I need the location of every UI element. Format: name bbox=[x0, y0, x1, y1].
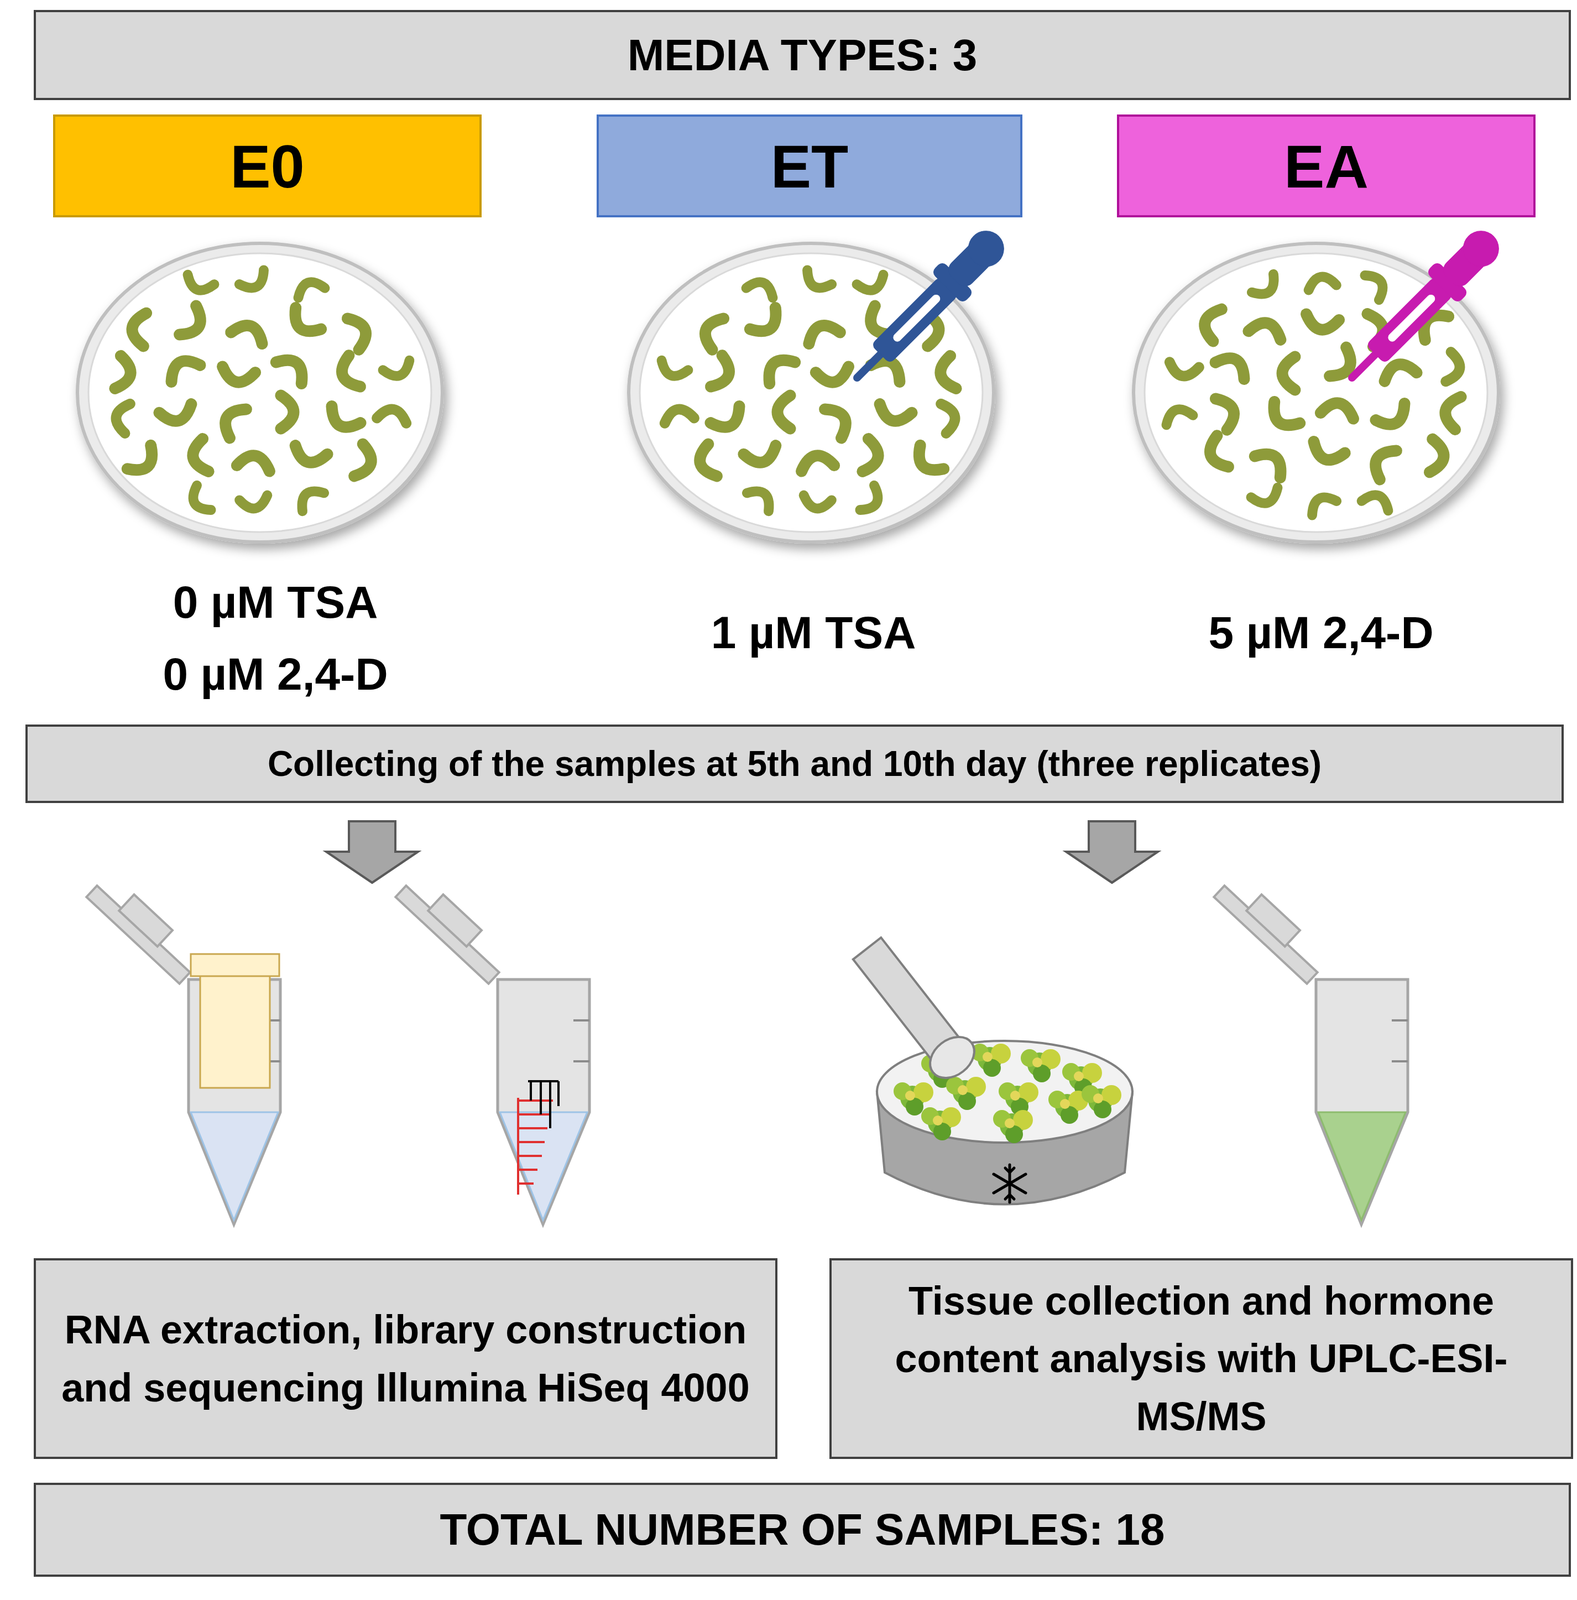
media-box: ET bbox=[596, 114, 1023, 218]
tube-column bbox=[86, 871, 281, 1225]
concentration-label: 5 µM 2,4-D bbox=[989, 605, 1577, 660]
petri-dish bbox=[77, 243, 443, 542]
dropper-icon bbox=[841, 220, 1015, 394]
snowflake-icon bbox=[993, 1164, 1026, 1203]
concentration-label: 0 µM TSA bbox=[0, 575, 608, 630]
node-text: EA bbox=[1283, 132, 1369, 200]
dna-ladder bbox=[518, 1081, 559, 1195]
node-text: Tissue collection and hormone content an… bbox=[848, 1271, 1555, 1445]
mortar bbox=[847, 933, 1133, 1205]
media-box: E0 bbox=[53, 114, 482, 218]
node-text: TOTAL NUMBER OF SAMPLES: 18 bbox=[439, 1502, 1165, 1556]
tube-extract bbox=[1213, 871, 1408, 1225]
node-text: ET bbox=[770, 132, 849, 200]
block-arrow bbox=[326, 821, 419, 883]
method-box: Tissue collection and hormone content an… bbox=[829, 1257, 1574, 1459]
dropper-icon bbox=[1336, 220, 1510, 394]
tube-dna bbox=[395, 871, 590, 1225]
concentration-label: 1 µM TSA bbox=[481, 605, 1146, 660]
node-text: RNA extraction, library construction and… bbox=[52, 1300, 759, 1417]
node-text: Collecting of the samples at 5th and 10t… bbox=[267, 742, 1322, 786]
block-arrow bbox=[1066, 821, 1158, 883]
node-text: E0 bbox=[230, 132, 305, 200]
process-band: Collecting of the samples at 5th and 10t… bbox=[25, 724, 1564, 803]
header-band: MEDIA TYPES: 3 bbox=[33, 9, 1571, 101]
media-box: EA bbox=[1116, 114, 1536, 218]
method-box: RNA extraction, library construction and… bbox=[33, 1257, 778, 1459]
node-text: MEDIA TYPES: 3 bbox=[627, 28, 978, 82]
concentration-label: 0 µM 2,4-D bbox=[0, 646, 608, 702]
total-band: TOTAL NUMBER OF SAMPLES: 18 bbox=[33, 1482, 1571, 1577]
